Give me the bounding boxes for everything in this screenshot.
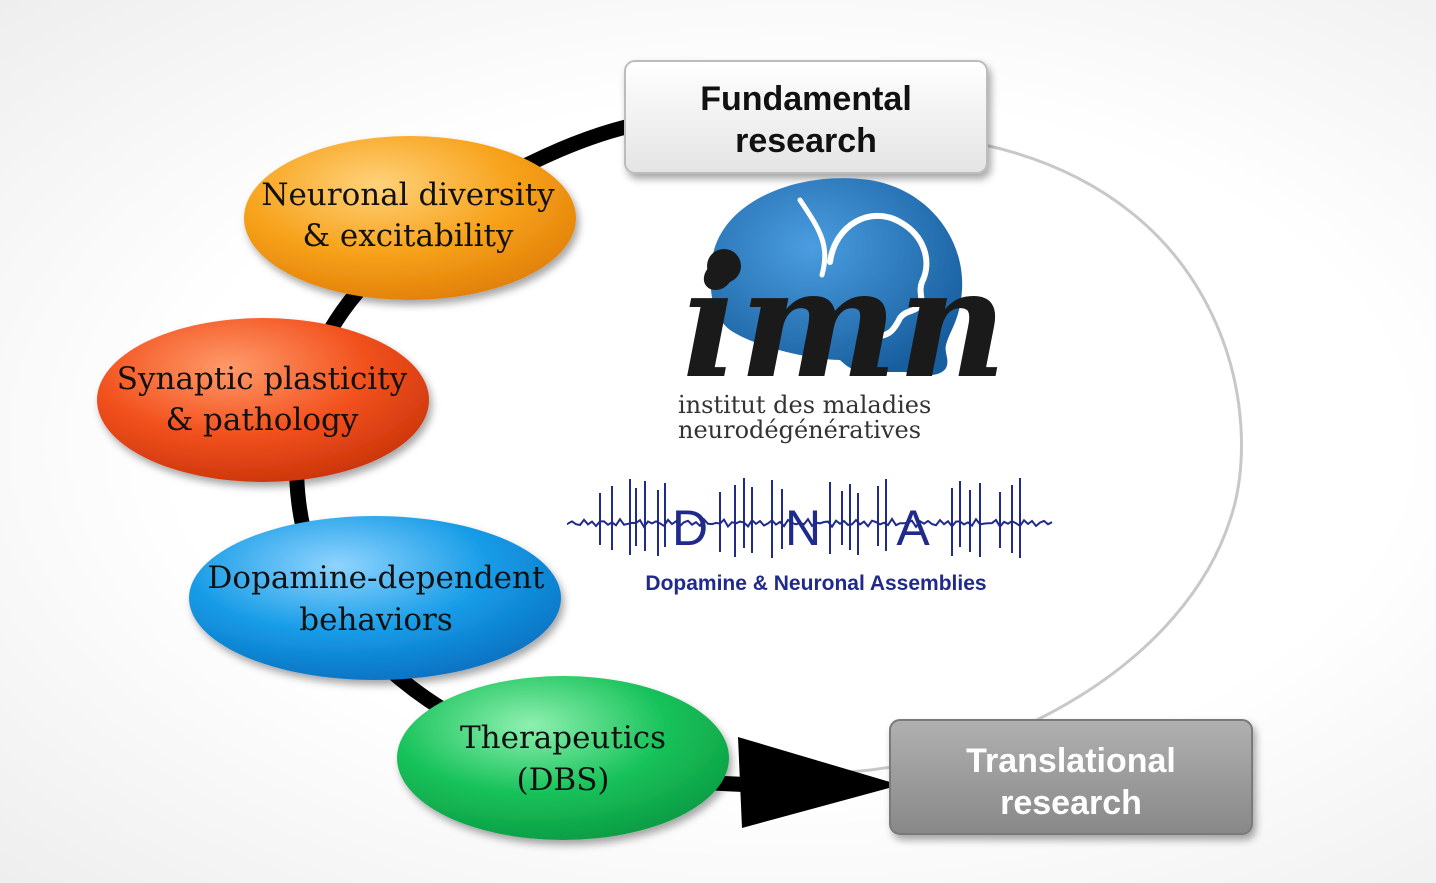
node-label-line1: Synaptic plasticity xyxy=(117,361,408,397)
translational-box-line2: research xyxy=(1000,784,1142,822)
cycle-arrowhead xyxy=(738,737,900,828)
head-profile-outline xyxy=(827,212,930,339)
dna-subtitle: Dopamine & Neuronal Assemblies xyxy=(645,572,986,595)
node-dopamine-behaviors: Dopamine-dependent behaviors xyxy=(189,516,561,680)
dna-letter-n: N xyxy=(785,500,821,556)
translational-research-box xyxy=(889,719,1253,835)
node-label-line1: Neuronal diversity xyxy=(261,177,555,213)
fundamental-box-line1: Fundamental xyxy=(700,80,912,118)
node-label-line2: & excitability xyxy=(302,218,514,254)
node-neuronal-diversity: Neuronal diversity & excitability xyxy=(244,136,576,300)
imn-subtitle-line2: neurodégénératives xyxy=(678,416,921,444)
brain-head-icon xyxy=(710,178,963,376)
logo-dot xyxy=(707,249,741,283)
spike-waveform-icon xyxy=(567,478,1053,558)
dna-letter-a: A xyxy=(896,500,930,556)
translational-box-line1: Translational xyxy=(966,742,1176,780)
node-therapeutics: Therapeutics (DBS) xyxy=(397,676,729,840)
imn-subtitle-line1: institut des maladies xyxy=(678,391,931,419)
dna-letter-d: D xyxy=(672,500,708,556)
node-label-line1: Therapeutics xyxy=(460,720,666,756)
node-label-line2: behaviors xyxy=(299,602,452,638)
fundamental-research-box xyxy=(624,60,988,174)
node-synaptic-plasticity: Synaptic plasticity & pathology xyxy=(97,318,429,482)
node-label-line1: Dopamine-dependent xyxy=(208,560,545,596)
dna-logo: D N A Dopamine & Neuronal Assemblies xyxy=(567,478,1053,595)
imn-mark: imn xyxy=(682,236,1007,412)
node-label-line2: (DBS) xyxy=(516,762,609,798)
node-label-line2: & pathology xyxy=(166,402,359,438)
imn-logo: imn institut des maladies neurodégénérat… xyxy=(678,178,1007,444)
fundamental-box-line2: research xyxy=(735,122,877,160)
